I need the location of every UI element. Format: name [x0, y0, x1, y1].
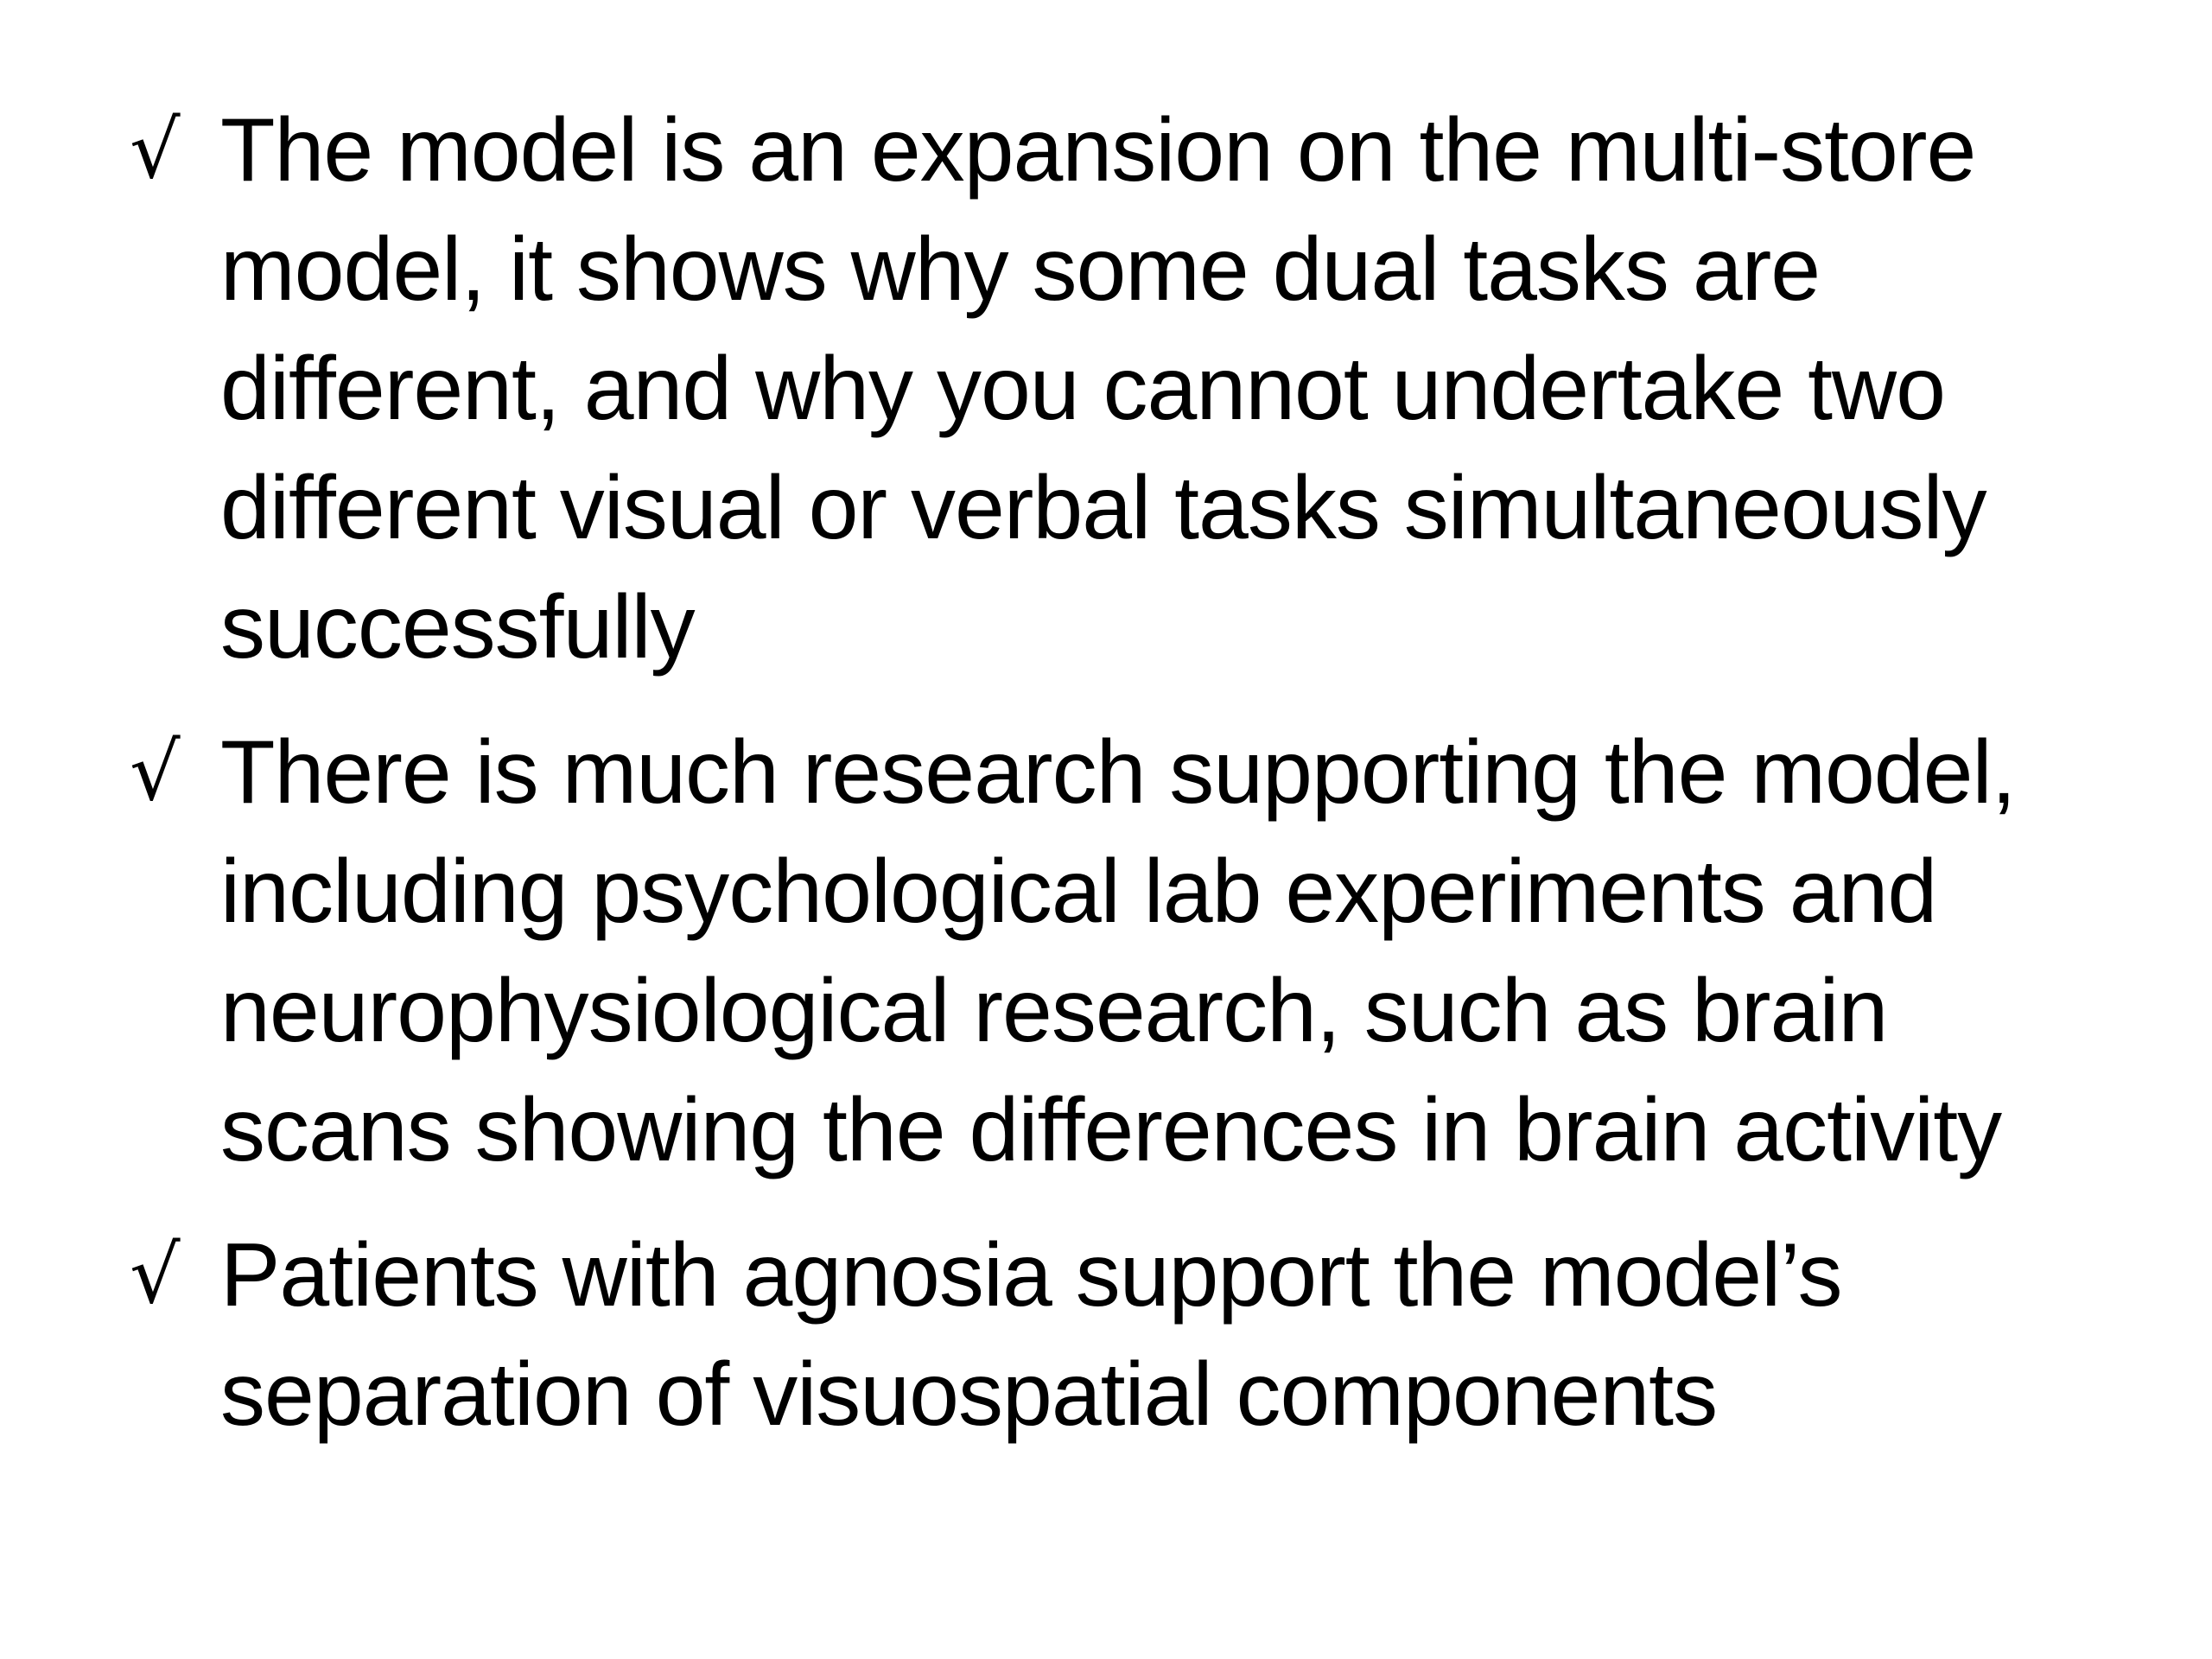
bullet-text-1: The model is an expansion on the multi-s…	[220, 91, 2126, 687]
bullet-line: successfully	[220, 577, 696, 677]
bullet-line: model, it shows why some dual tasks are	[220, 219, 1821, 320]
bullet-line: different visual or verbal tasks simulta…	[220, 458, 1987, 558]
bullet-list: √ The model is an expansion on the multi…	[130, 91, 2126, 1480]
bullet-line: neurophysiological research, such as bra…	[220, 961, 1888, 1061]
checkmark-icon: √	[130, 104, 181, 196]
checkmark-icon: √	[130, 726, 181, 818]
checkmark-icon: √	[130, 1229, 181, 1321]
bullet-line: There is much research supporting the mo…	[220, 722, 2017, 823]
bullet-item-1: √ The model is an expansion on the multi…	[130, 91, 2126, 687]
bullet-item-3: √ Patients with agnosia support the mode…	[130, 1216, 2126, 1454]
bullet-line: different, and why you cannot undertake …	[220, 339, 1946, 439]
bullet-text-3: Patients with agnosia support the model’…	[220, 1216, 2126, 1454]
bullet-item-2: √ There is much research supporting the …	[130, 713, 2126, 1190]
bullet-text-2: There is much research supporting the mo…	[220, 713, 2126, 1190]
bullet-line: scans showing the differences in brain a…	[220, 1080, 2002, 1180]
bullet-line: The model is an expansion on the multi-s…	[220, 100, 1976, 200]
bullet-line: Patients with agnosia support the model’…	[220, 1225, 1842, 1325]
bullet-line: including psychological lab experiments …	[220, 842, 1937, 942]
bullet-line: separation of visuospatial components	[220, 1344, 1718, 1445]
